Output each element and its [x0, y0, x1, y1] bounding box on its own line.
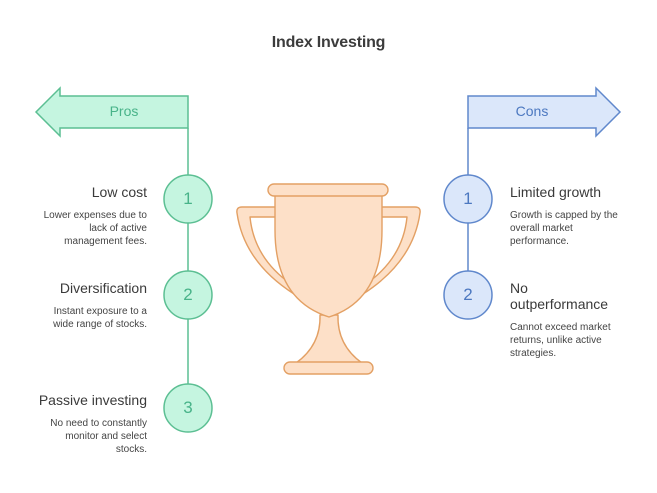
cons-number-2: 2: [463, 285, 473, 304]
description-line: stocks.: [115, 444, 147, 455]
description-line: Lower expenses due to: [43, 210, 147, 221]
pros-item-description: Lower expenses due to lack of active man…: [20, 209, 147, 248]
pros-item-description: No need to constantly monitor and select…: [20, 417, 147, 456]
pros-label: Pros: [109, 103, 139, 119]
cons-label: Cons: [515, 103, 549, 119]
description-line: Cannot exceed market: [510, 322, 611, 333]
description-line: returns, unlike active: [510, 335, 602, 346]
title-line: outperformance: [510, 296, 609, 312]
cons-circle-1: [443, 174, 493, 224]
description-line: Growth is capped by the: [510, 210, 618, 221]
description-line: performance.: [510, 236, 569, 247]
cons-arrow: [467, 86, 622, 138]
pros-circle-2: [163, 270, 213, 320]
pros-number-2: 2: [183, 285, 193, 304]
description-line: lack of active: [89, 223, 147, 234]
description-line: strategies.: [510, 348, 557, 359]
pros-number-1: 1: [183, 189, 193, 208]
description-line: wide range of stocks.: [53, 319, 147, 330]
pros-item-title: Diversification: [59, 280, 147, 296]
cons-item-description: Cannot exceed market returns, unlike act…: [510, 321, 650, 360]
description-line: overall market: [510, 223, 573, 234]
page-title: Index Investing: [271, 34, 386, 51]
description-line: Instant exposure to a: [53, 306, 147, 317]
description-line: management fees.: [64, 236, 147, 247]
title-line: No: [510, 280, 528, 296]
trophy-icon: [236, 183, 421, 375]
cons-item-description: Growth is capped by the overall market p…: [510, 209, 650, 248]
pros-arrow: [34, 86, 189, 138]
cons-circle-2: [443, 270, 493, 320]
pros-number-3: 3: [183, 398, 193, 417]
cons-item-title: No outperformance: [510, 280, 650, 312]
description-line: No need to constantly: [50, 418, 147, 429]
pros-circle-3: [163, 383, 213, 433]
pros-item-title: Low cost: [91, 184, 147, 200]
description-line: monitor and select: [65, 431, 147, 442]
cons-item-title: Limited growth: [510, 184, 602, 200]
pros-circle-1: [163, 174, 213, 224]
cons-number-1: 1: [463, 189, 473, 208]
pros-item-description: Instant exposure to a wide range of stoc…: [20, 305, 147, 331]
pros-item-title: Passive investing: [38, 392, 147, 408]
